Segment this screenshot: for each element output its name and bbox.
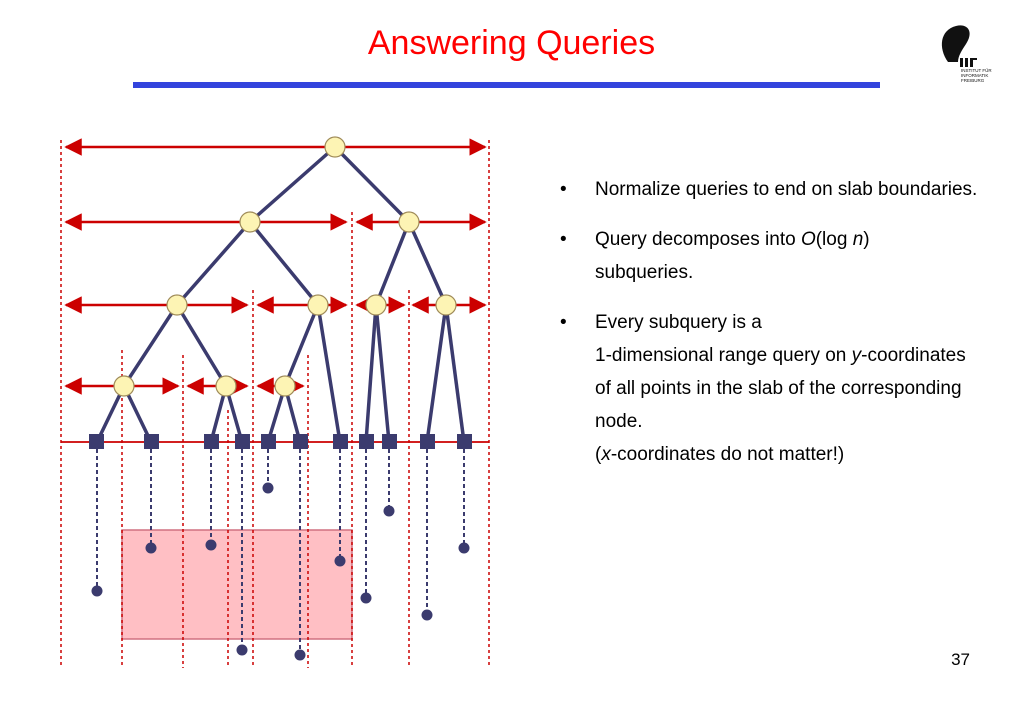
data-point [294, 649, 306, 661]
tree-edge [374, 303, 391, 444]
logo-letter-f-bar [970, 58, 977, 60]
leaf-nodes [89, 434, 472, 449]
tree-node [307, 294, 329, 316]
query-rectangle [121, 529, 353, 640]
leaf-node [333, 434, 348, 449]
leaf-node [457, 434, 472, 449]
bullet-list: • Normalize queries to end on slab bound… [560, 173, 980, 488]
data-point [458, 542, 470, 554]
bullet-marker: • [560, 179, 567, 200]
data-point [383, 505, 395, 517]
tree-edge [425, 303, 448, 444]
tree-node [435, 294, 457, 316]
bullet-item: • Query decomposes into O(log n) subquer… [560, 223, 980, 289]
leaf-node [144, 434, 159, 449]
slide-title: Answering Queries [367, 24, 656, 62]
logo-mark [941, 25, 970, 62]
page-number: 37 [951, 650, 970, 669]
tree-edge [407, 220, 448, 307]
title-underline [133, 82, 880, 88]
slab-extent-arrows [61, 138, 489, 443]
tree-edge [248, 145, 337, 224]
bullet-text: Query decomposes into O(log n) subquerie… [595, 229, 870, 283]
tree-node [113, 375, 135, 397]
leaf-node [420, 434, 435, 449]
tree-node [239, 211, 261, 233]
leaf-node [261, 434, 276, 449]
leaf-node [359, 434, 374, 449]
bullet-text: Normalize queries to end on slab boundar… [595, 179, 978, 200]
bullet-item: • Normalize queries to end on slab bound… [560, 173, 980, 206]
logo-line-3: FREIBURG [961, 78, 985, 83]
logo-line-1: INSTITUT FÜR [961, 67, 992, 73]
leaf-node [382, 434, 397, 449]
data-point [262, 482, 274, 494]
logo-letter-i [960, 58, 963, 67]
data-point [205, 539, 217, 551]
tree-edge [175, 220, 252, 307]
data-point [145, 542, 157, 554]
internal-nodes [113, 136, 457, 397]
tree-edge [283, 303, 320, 388]
tree-edge [316, 303, 342, 444]
data-point [421, 609, 433, 621]
leaf-node [204, 434, 219, 449]
tree-edge [333, 145, 411, 224]
data-point [334, 555, 346, 567]
data-point [236, 644, 248, 656]
data-point [360, 592, 372, 604]
logo-letter-i2 [965, 58, 968, 67]
leaf-node [89, 434, 104, 449]
logo-letter-f [970, 58, 973, 67]
slab-boundaries [60, 140, 490, 668]
logo-line-2: INFORMATIK [961, 73, 988, 78]
tree-node [274, 375, 296, 397]
leaf-node [235, 434, 250, 449]
tree-edge [444, 303, 466, 444]
point-drops [96, 442, 465, 655]
university-logo-icon: INSTITUT FÜR INFORMATIK FREIBURG [941, 25, 992, 83]
tree-node [398, 211, 420, 233]
bullet-marker: • [560, 229, 567, 250]
data-points [91, 482, 470, 661]
tree-node-root [324, 136, 346, 158]
tree-edge [364, 303, 378, 444]
tree-edges [95, 145, 466, 444]
leaf-node [293, 434, 308, 449]
data-point [91, 585, 103, 597]
tree-edge [175, 303, 228, 388]
tree-edge [122, 303, 179, 388]
tree-edge [248, 220, 320, 307]
tree-edge [374, 220, 411, 307]
tree-node [215, 375, 237, 397]
tree-node [365, 294, 387, 316]
bullet-marker: • [560, 312, 567, 333]
tree-node [166, 294, 188, 316]
